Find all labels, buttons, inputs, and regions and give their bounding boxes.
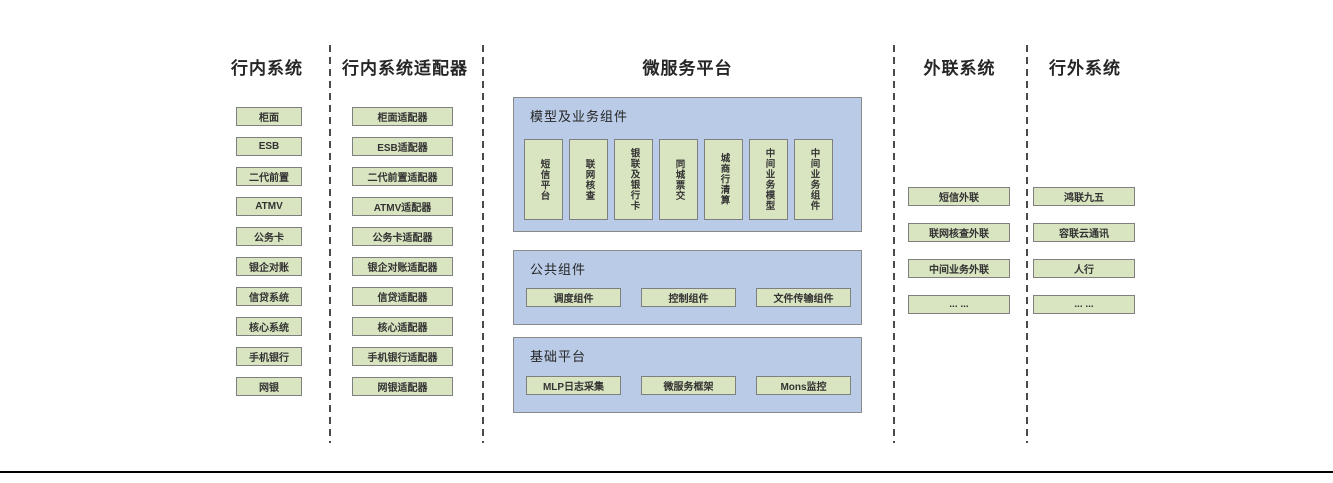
- model-component-box: 城商行清算: [704, 139, 743, 220]
- internal-system-box: ESB: [236, 137, 302, 156]
- model-component-box: 中间业务组件: [794, 139, 833, 220]
- internal-system-box: 信贷系统: [236, 287, 302, 306]
- adapter-box: 二代前置适配器: [352, 167, 453, 186]
- adapter-box: 手机银行适配器: [352, 347, 453, 366]
- bottom-border-line: [0, 471, 1333, 473]
- internal-system-box: 手机银行: [236, 347, 302, 366]
- common-component-box: 文件传输组件: [756, 288, 851, 307]
- base-platform-row: MLP日志采集 微服务框架 Mons监控: [526, 376, 851, 395]
- external-link-box: 中间业务外联: [908, 259, 1010, 278]
- common-component-box: 控制组件: [641, 288, 736, 307]
- external-system-box: ... ...: [1033, 295, 1135, 314]
- internal-system-box: 公务卡: [236, 227, 302, 246]
- internal-system-box: 二代前置: [236, 167, 302, 186]
- external-system-box: 人行: [1033, 259, 1135, 278]
- adapter-box: 公务卡适配器: [352, 227, 453, 246]
- internal-system-box: ATMV: [236, 197, 302, 216]
- external-link-box: 联网核查外联: [908, 223, 1010, 242]
- external-link-box: 短信外联: [908, 187, 1010, 206]
- column-divider: [893, 45, 895, 443]
- base-platform-box: MLP日志采集: [526, 376, 621, 395]
- model-component-box: 联网核查: [569, 139, 608, 220]
- internal-system-box: 柜面: [236, 107, 302, 126]
- column-header-microservice-platform: 微服务平台: [642, 59, 733, 78]
- column-header-external-link-systems: 外联系统: [923, 59, 996, 78]
- panel-label: 基础平台: [530, 349, 587, 364]
- adapter-box: 核心适配器: [352, 317, 453, 336]
- column-divider: [1026, 45, 1028, 443]
- internal-adapters-list: 柜面适配器 ESB适配器二代前置适配器 ATMV适配器公务卡适配器银企对账适配器信贷…: [352, 107, 453, 396]
- model-business-components-row: 短信平台联网核查银联及银行卡同城票交城商行清算中间业务模型中间业务组件: [524, 139, 833, 220]
- column-header-external-systems: 行外系统: [1049, 59, 1121, 78]
- adapter-box: 网银适配器: [352, 377, 453, 396]
- internal-system-box: 核心系统: [236, 317, 302, 336]
- panel-base-platform: 基础平台 MLP日志采集 微服务框架 Mons监控: [513, 337, 862, 413]
- common-component-box: 调度组件: [526, 288, 621, 307]
- external-systems-list: 鸿联九五容联云通讯人行 ... ...: [1033, 187, 1135, 314]
- model-component-box: 同城票交: [659, 139, 698, 220]
- internal-systems-list: 柜面 ESB 二代前置 ATMV 公务卡银企对账信贷系统核心系统手机银行网银: [236, 107, 302, 396]
- base-platform-box: 微服务框架: [641, 376, 736, 395]
- external-system-box: 容联云通讯: [1033, 223, 1135, 242]
- panel-label: 公共组件: [530, 262, 587, 277]
- external-system-box: 鸿联九五: [1033, 187, 1135, 206]
- adapter-box: ATMV适配器: [352, 197, 453, 216]
- panel-model-business-components: 模型及业务组件 短信平台联网核查银联及银行卡同城票交城商行清算中间业务模型中间业…: [513, 97, 862, 232]
- model-component-box: 短信平台: [524, 139, 563, 220]
- column-header-internal-adapters: 行内系统适配器: [342, 59, 468, 78]
- adapter-box: ESB适配器: [352, 137, 453, 156]
- panel-label: 模型及业务组件: [530, 109, 629, 124]
- column-divider: [329, 45, 331, 443]
- column-header-internal-systems: 行内系统: [231, 59, 303, 78]
- common-components-row: 调度组件 控制组件 文件传输组件: [526, 288, 851, 307]
- model-component-box: 银联及银行卡: [614, 139, 653, 220]
- base-platform-box: Mons监控: [756, 376, 851, 395]
- internal-system-box: 网银: [236, 377, 302, 396]
- adapter-box: 银企对账适配器: [352, 257, 453, 276]
- column-divider: [482, 45, 484, 443]
- adapter-box: 柜面适配器: [352, 107, 453, 126]
- external-link-list: 短信外联联网核查外联中间业务外联 ... ...: [908, 187, 1010, 314]
- adapter-box: 信贷适配器: [352, 287, 453, 306]
- external-link-box: ... ...: [908, 295, 1010, 314]
- panel-common-components: 公共组件 调度组件 控制组件 文件传输组件: [513, 250, 862, 325]
- internal-system-box: 银企对账: [236, 257, 302, 276]
- model-component-box: 中间业务模型: [749, 139, 788, 220]
